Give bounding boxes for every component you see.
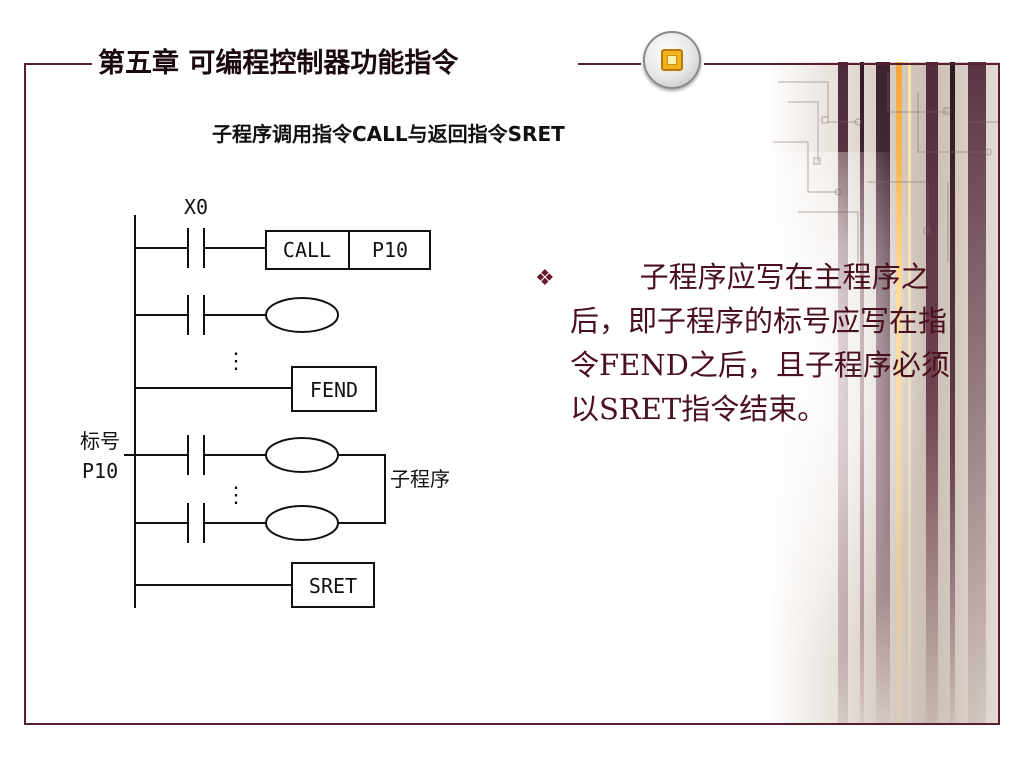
sret-instruction-text: SRET bbox=[309, 574, 357, 598]
frame-top-middle bbox=[578, 63, 641, 65]
bullet-text: 子程序应写在主程序之后，即子程序的标号应写在指令FEND之后，且子程序必须以SR… bbox=[570, 260, 950, 426]
subroutine-caption: 子程序 bbox=[390, 467, 450, 491]
square-button-icon[interactable] bbox=[643, 31, 701, 89]
ladder-diagram: X0 CALL P10 FEND SRET ⋮ ⋮ 标号 P10 子程序 bbox=[80, 195, 450, 608]
diamond-bullet-icon: ❖ bbox=[535, 266, 555, 291]
fend-instruction-text: FEND bbox=[310, 378, 358, 402]
subroutine-bracket bbox=[338, 454, 386, 524]
section-title: 子程序调用指令CALL与返回指令SRET bbox=[212, 122, 565, 146]
chapter-title: 第五章 可编程控制器功能指令 bbox=[98, 48, 459, 79]
circuit-pattern bbox=[773, 72, 998, 262]
coil-1 bbox=[265, 297, 339, 333]
frame-top-left bbox=[24, 63, 92, 65]
label-caption: 标号 bbox=[80, 429, 120, 453]
label-value: P10 bbox=[82, 459, 118, 483]
frame-right bbox=[998, 63, 1000, 725]
ellipsis-2: ⋮ bbox=[225, 483, 247, 508]
button-inner-square bbox=[661, 49, 683, 71]
frame-left bbox=[24, 63, 26, 725]
call-operand-text: P10 bbox=[372, 238, 408, 262]
frame-top-right bbox=[704, 63, 1000, 65]
call-instruction-text: CALL bbox=[283, 238, 331, 262]
fend-box bbox=[291, 366, 377, 412]
sret-box bbox=[291, 562, 375, 608]
coil-2 bbox=[265, 437, 339, 473]
frame-bottom bbox=[24, 723, 1000, 725]
contact-label-x0: X0 bbox=[184, 195, 208, 219]
ellipsis-1: ⋮ bbox=[225, 349, 247, 374]
coil-3 bbox=[265, 505, 339, 541]
decorative-background bbox=[768, 62, 1000, 724]
